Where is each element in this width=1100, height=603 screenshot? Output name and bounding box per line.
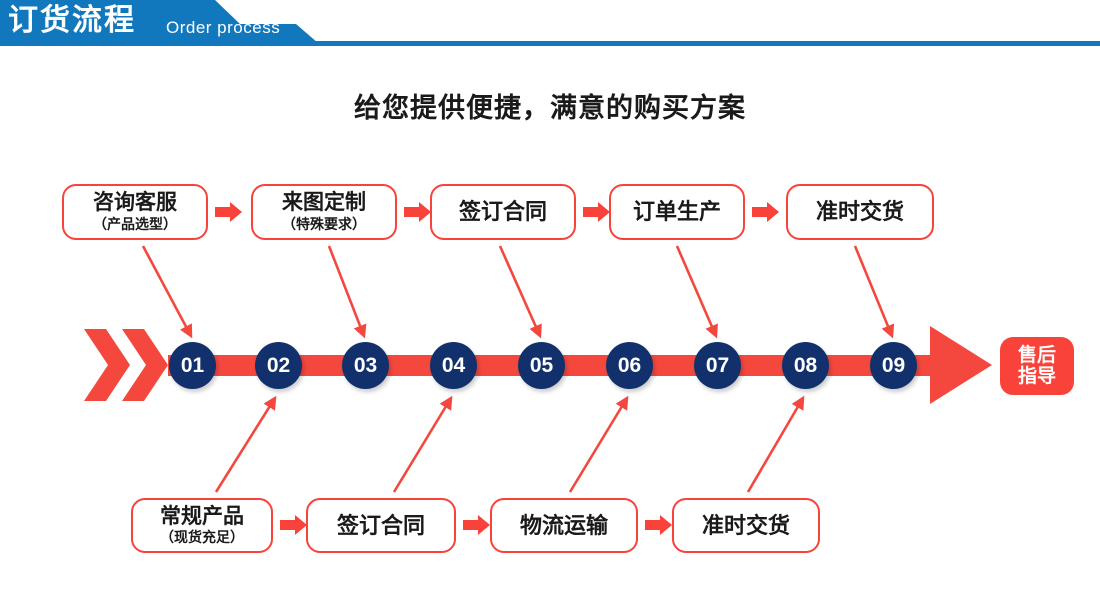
top-connector-arrow-3 (583, 202, 610, 222)
header-rule (0, 41, 1100, 46)
timeline-step-02: 02 (255, 342, 302, 389)
arrow-top5-to-step09 (853, 245, 895, 339)
bottom-step-box-3-title: 物流运输 (519, 512, 608, 538)
top-step-box-4-title: 订单生产 (632, 199, 721, 225)
bottom-connector-arrow-2 (463, 515, 490, 535)
timeline-step-09: 09 (870, 342, 917, 389)
top-step-box-2-title: 来图定制 (282, 191, 366, 215)
arrow-bottom1-to-step02 (214, 395, 277, 493)
page-header: 订货流程 Order process (0, 0, 1100, 56)
top-connector-arrow-2 (404, 202, 431, 222)
top-step-box-1-subtitle: （产品选型） (93, 215, 177, 232)
top-step-box-2-subtitle: （特殊要求） (282, 215, 366, 232)
bottom-step-box-4-title: 准时交货 (701, 512, 790, 538)
bottom-connector-arrow-1 (280, 515, 307, 535)
page-title: 订货流程 (8, 4, 136, 37)
subtitle: 给您提供便捷，满意的购买方案 (354, 93, 746, 123)
timeline-step-05: 05 (518, 342, 565, 389)
timeline-step-07: 07 (694, 342, 741, 389)
top-step-box-5: 准时交货 (786, 184, 934, 240)
arrow-bottom2-to-step04 (392, 395, 453, 493)
bottom-connector-arrow-3 (645, 515, 672, 535)
top-step-box-4: 订单生产 (609, 184, 745, 240)
timeline-arrowhead-icon (930, 326, 992, 404)
arrow-bottom3-to-step06 (568, 395, 629, 493)
bottom-step-box-3: 物流运输 (490, 498, 638, 553)
bottom-step-box-2: 签订合同 (306, 498, 456, 553)
arrow-top4-to-step07 (675, 245, 718, 339)
timeline-chevron-1-icon (84, 329, 130, 401)
top-step-box-1: 咨询客服 （产品选型） (62, 184, 208, 240)
page-title-english: Order process (166, 18, 281, 37)
top-step-box-1-title: 咨询客服 (93, 191, 177, 215)
timeline-step-06: 06 (606, 342, 653, 389)
bottom-step-box-1: 常规产品 （现货充足） (131, 498, 273, 553)
top-step-box-5-title: 准时交货 (815, 199, 904, 225)
arrow-top1-to-step01 (141, 245, 193, 339)
arrow-top3-to-step05 (498, 245, 542, 339)
top-step-box-3: 签订合同 (430, 184, 576, 240)
arrow-bottom4-to-step08 (746, 395, 805, 493)
timeline-step-04: 04 (430, 342, 477, 389)
timeline-step-01: 01 (169, 342, 216, 389)
top-step-box-3-title: 签订合同 (458, 199, 547, 225)
bottom-step-box-2-title: 签订合同 (336, 512, 425, 538)
bottom-step-box-1-subtitle: （现货充足） (160, 529, 244, 546)
bottom-step-box-1-title: 常规产品 (160, 504, 244, 528)
timeline-step-03: 03 (342, 342, 389, 389)
top-connector-arrow-1 (215, 202, 242, 222)
arrow-top2-to-step03 (327, 245, 367, 339)
after-sale-badge: 售后 指导 (1000, 337, 1074, 395)
timeline-step-08: 08 (782, 342, 829, 389)
top-connector-arrow-4 (752, 202, 779, 222)
top-step-box-2: 来图定制 （特殊要求） (251, 184, 397, 240)
after-sale-line-2: 指导 (1017, 366, 1056, 387)
bottom-step-box-4: 准时交货 (672, 498, 820, 553)
after-sale-line-1: 售后 (1017, 344, 1056, 366)
